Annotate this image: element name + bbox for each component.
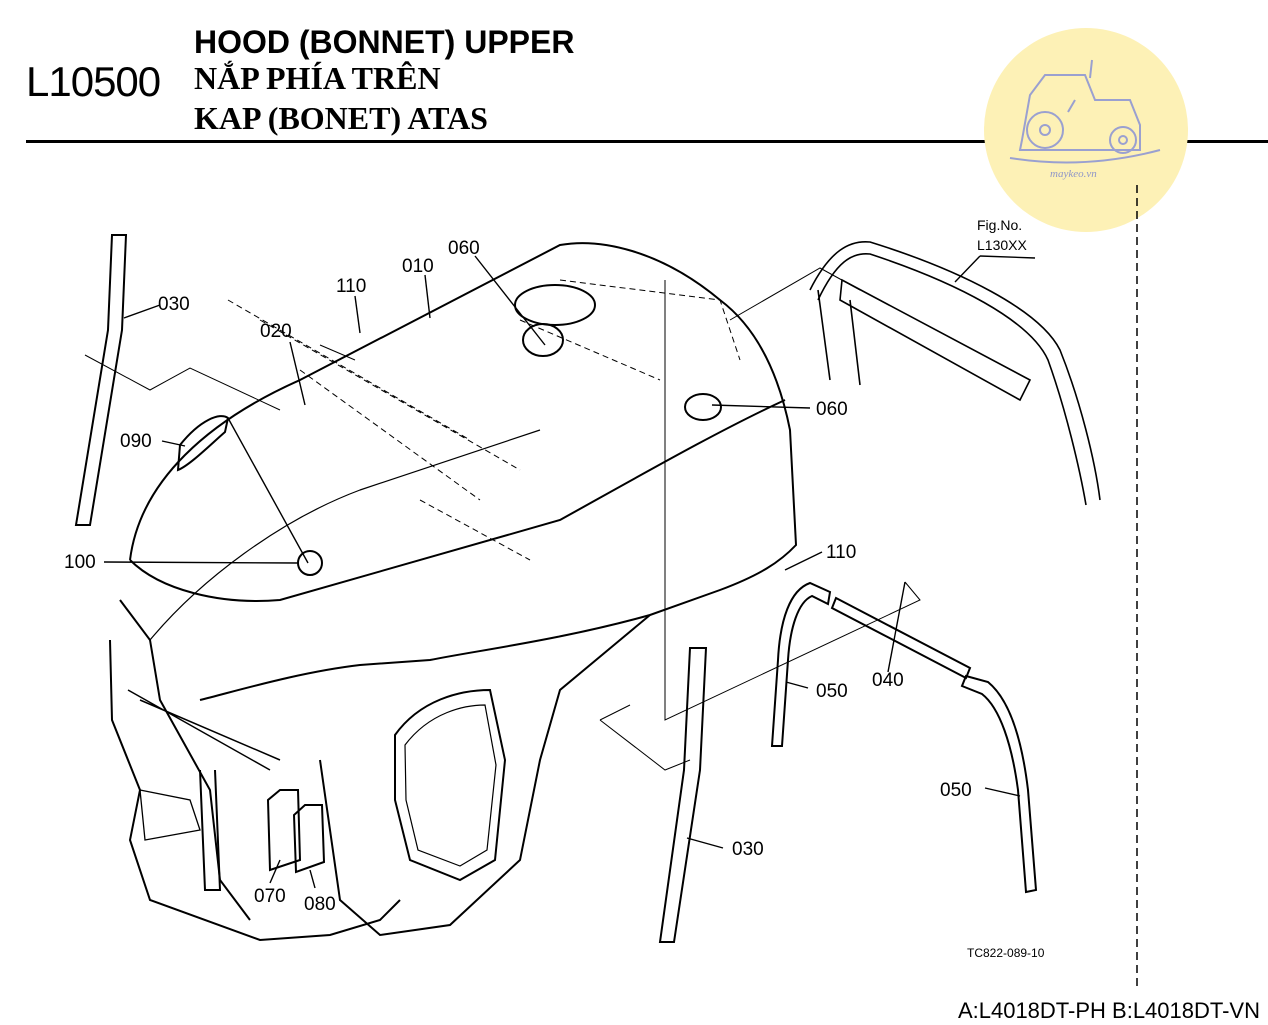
drawing-code: TC822-089-10 (967, 946, 1045, 960)
callout-080: 080 (304, 894, 336, 915)
callout-110-right: 110 (826, 542, 856, 563)
callout-030-left: 030 (158, 294, 190, 315)
leader-lines (103, 255, 1036, 889)
callout-030-right: 030 (732, 839, 764, 860)
watermark-logo: maykeo.vn (984, 28, 1188, 232)
phantom-guides (84, 267, 921, 771)
callout-050-left: 050 (816, 681, 848, 702)
title-english: HOOD (BONNET) UPPER (194, 24, 575, 60)
callout-070: 070 (254, 886, 286, 907)
seal-050-left (770, 581, 832, 747)
callout-050-right: 050 (940, 780, 972, 801)
pad-080 (292, 804, 326, 874)
callout-060-top: 060 (448, 238, 480, 259)
tractor-icon (1009, 59, 1161, 164)
callout-090: 090 (120, 431, 152, 452)
callout-100: 100 (64, 552, 96, 573)
callout-040: 040 (872, 670, 904, 691)
seal-040 (830, 596, 972, 680)
page-code: L10500 (26, 58, 161, 105)
callout-060-right: 060 (816, 399, 848, 420)
hood-assembly (109, 242, 798, 942)
fig-ref-label: Fig.No. (977, 217, 1022, 233)
pad-070 (266, 789, 302, 872)
title-indonesian: KAP (BONET) ATAS (194, 100, 488, 136)
seal-050-right (960, 674, 1038, 894)
callout-110-top: 110 (336, 276, 366, 297)
header-rule (26, 140, 1268, 143)
rops-frame (809, 240, 1101, 506)
footer-models: A:L4018DT-PH B:L4018DT-VN (957, 998, 1260, 1023)
rubber-strip-030-right (658, 647, 708, 943)
rubber-strip-030-left (74, 234, 128, 526)
callout-020: 020 (260, 321, 292, 342)
callout-010: 010 (402, 256, 434, 277)
fig-ref-number: L130XX (977, 237, 1027, 253)
title-vietnamese: NẮP PHÍA TRÊN (194, 60, 441, 96)
watermark-text: maykeo.vn (1050, 168, 1097, 180)
